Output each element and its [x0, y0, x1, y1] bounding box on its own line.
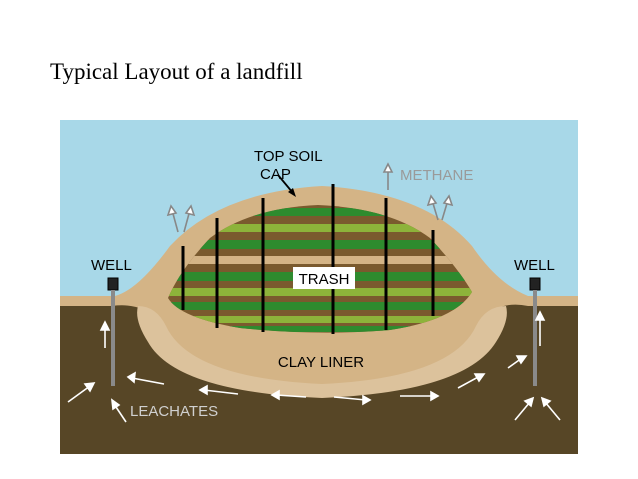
top-soil-label: TOP SOIL: [254, 148, 323, 165]
clay-liner-label: CLAY LINER: [278, 354, 364, 371]
clay-liner: [137, 306, 507, 398]
slide-title: Typical Layout of a landfill: [50, 59, 303, 84]
trash-label-box: [293, 267, 355, 289]
well-right-label: WELL: [514, 257, 555, 274]
leachate-arrows: [67, 310, 561, 423]
well-left: [107, 277, 119, 386]
cap-pointer-arrow: [277, 174, 296, 197]
well-right: [529, 277, 541, 386]
leachates-label: LEACHATES: [130, 403, 218, 420]
gas-vent-pipes: [181, 184, 435, 334]
landfill-diagram: TRASH TOP SOIL CAP METHANE WELL WELL CLA…: [60, 120, 578, 454]
methane-label: METHANE: [400, 167, 473, 184]
cap-label: CAP: [260, 166, 291, 183]
methane-arrows: [166, 162, 454, 233]
trash-label: TRASH: [299, 271, 350, 288]
well-left-label: WELL: [91, 257, 132, 274]
